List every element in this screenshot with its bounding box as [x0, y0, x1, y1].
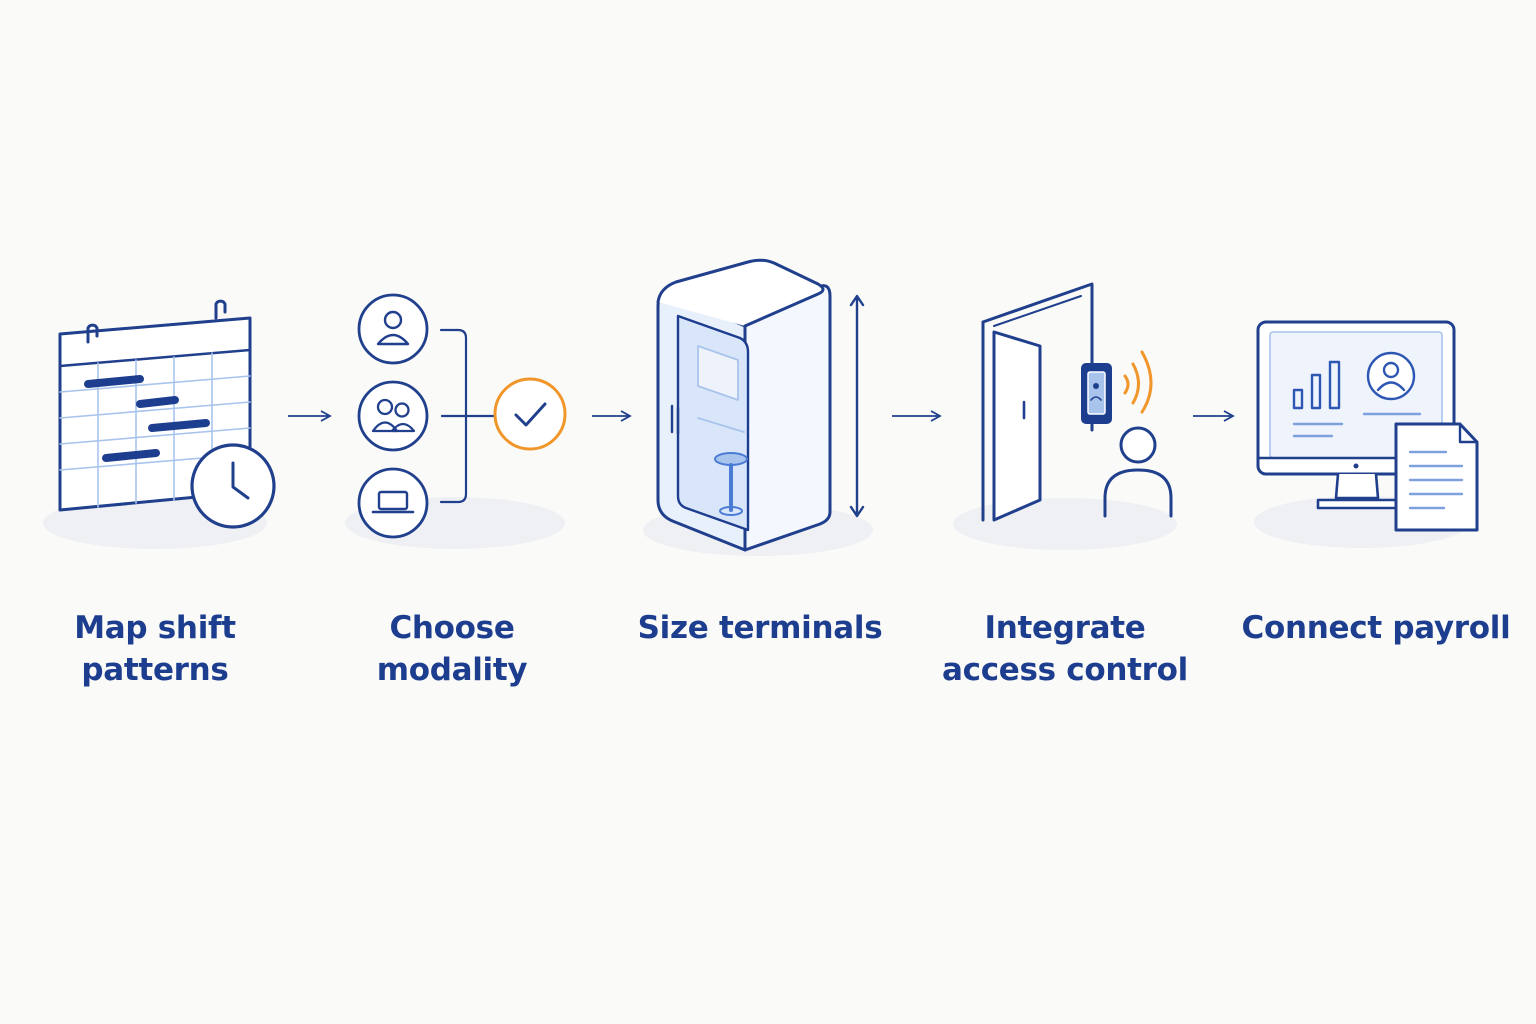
shadow-step-4 [953, 498, 1177, 550]
step-label-line: Map shift [74, 610, 236, 646]
monitor-payroll-icon [1256, 320, 1479, 532]
calendar-clock-icon [58, 299, 276, 529]
step-label-size-terminals: Size terminals [630, 607, 890, 649]
step-label-line: access control [942, 652, 1188, 688]
card-reader-icon [1081, 363, 1112, 424]
group-icon [357, 380, 429, 452]
person-icon [357, 293, 429, 365]
laptop-icon [357, 467, 429, 539]
step-label-line: patterns [81, 652, 229, 688]
modality-options-icon [357, 293, 567, 539]
wireless-signal-icon [1123, 350, 1153, 414]
person-icon [1103, 426, 1173, 518]
document-icon [1394, 422, 1479, 532]
checkmark-icon [493, 377, 567, 451]
step-label-line: Connect payroll [1241, 610, 1511, 646]
step-label-map-shift-patterns: Map shift patterns [55, 607, 255, 691]
avatar-icon [1366, 351, 1416, 401]
step-label-line: modality [376, 652, 528, 688]
step-label-line: Choose [389, 610, 515, 646]
step-label-line: Integrate [984, 610, 1146, 646]
bar-chart-icon [1292, 360, 1341, 410]
step-label-choose-modality: Choose modality [352, 607, 552, 691]
step-label-integrate-access-control: Integrate access control [930, 607, 1200, 691]
step-label-line: Size terminals [637, 610, 883, 646]
height-indicator [849, 294, 865, 518]
step-label-connect-payroll: Connect payroll [1236, 607, 1516, 649]
terminal-booth-icon [656, 258, 865, 552]
door-reader-person-icon [981, 282, 1173, 522]
